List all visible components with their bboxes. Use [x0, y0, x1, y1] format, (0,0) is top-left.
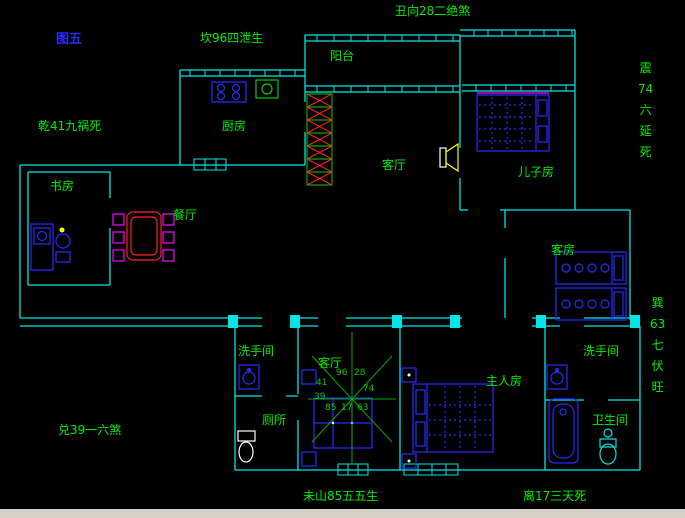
direction-label-southeast-char: 伏 [651, 359, 664, 373]
direction-label-southeast-char: 63 [650, 317, 666, 331]
direction-label-southeast-char: 巽 [651, 296, 664, 310]
direction-label-west: 兑39一六煞 [58, 423, 122, 437]
compass-number-w: 39 [314, 392, 326, 402]
room-label-toilet: 厕所 [262, 413, 287, 427]
room-label-washroom-left: 洗手间 [238, 344, 275, 358]
compass-number-nw: 41 [316, 378, 328, 388]
compass-sofa [301, 369, 373, 467]
compass-number-sw: 85 [325, 403, 337, 413]
room-label-dining-room: 餐厅 [173, 208, 198, 222]
compass-number-e: 74 [363, 384, 375, 394]
direction-label-north: 坎96四泄生 [200, 31, 264, 45]
entry-door-icon [439, 142, 459, 173]
direction-label-southeast: 巽 63 七 伏 旺 [650, 293, 665, 398]
wall-pillars [228, 315, 640, 328]
direction-label-east-char: 74 [638, 82, 654, 96]
bathtub-icon [548, 398, 579, 464]
direction-label-top: 丑向28二绝煞 [395, 4, 471, 18]
window-ticks [189, 30, 573, 92]
wall-windows [193, 158, 459, 476]
study-desk [30, 223, 71, 271]
compass-number-n: 96 [336, 368, 348, 378]
sons-bed [476, 92, 550, 152]
direction-label-south-right: 离17三天死 [523, 489, 587, 503]
direction-label-east-char: 六 [639, 103, 652, 117]
direction-label-south-left: 未山85五五生 [303, 489, 379, 503]
dining-table-set [112, 211, 175, 262]
room-label-balcony: 阳台 [330, 49, 355, 63]
direction-label-northwest: 乾41九祸死 [38, 119, 102, 133]
direction-label-east: 震 74 六 延 死 [638, 58, 653, 163]
room-label-master-room: 主人房 [486, 374, 523, 388]
guest-beds [555, 251, 627, 321]
window-bottom-edge [0, 509, 685, 518]
compass-number-s: 17 [341, 403, 353, 413]
room-label-kitchen: 厨房 [222, 119, 247, 133]
toilet-icon-right [599, 428, 617, 465]
room-label-living-room-lower: 客厅 [318, 356, 343, 370]
plant-cabinet [306, 93, 333, 186]
room-label-sons-room: 儿子房 [518, 165, 555, 179]
figure-label: 图五 [56, 32, 83, 47]
room-label-living-room: 客厅 [382, 158, 407, 172]
direction-label-southeast-char: 旺 [651, 380, 664, 394]
kitchen-sink [255, 79, 279, 99]
compass-number-ne: 28 [354, 368, 366, 378]
master-bed [401, 367, 494, 469]
room-label-bathroom: 卫生间 [592, 413, 629, 427]
direction-label-east-char: 死 [639, 145, 652, 159]
direction-label-southeast-char: 七 [651, 338, 664, 352]
direction-label-east-char: 延 [639, 124, 652, 138]
compass-lines [308, 332, 396, 464]
direction-label-east-char: 震 [639, 61, 652, 75]
room-label-guest-room: 客房 [551, 243, 576, 257]
washbasin-left [238, 364, 260, 390]
room-label-washroom-right: 洗手间 [583, 344, 620, 358]
room-label-study: 书房 [50, 179, 75, 193]
washbasin-right [546, 364, 568, 390]
toilet-icon-left [237, 430, 256, 463]
compass-number-se: 63 [357, 403, 369, 413]
kitchen-stove [211, 81, 247, 103]
